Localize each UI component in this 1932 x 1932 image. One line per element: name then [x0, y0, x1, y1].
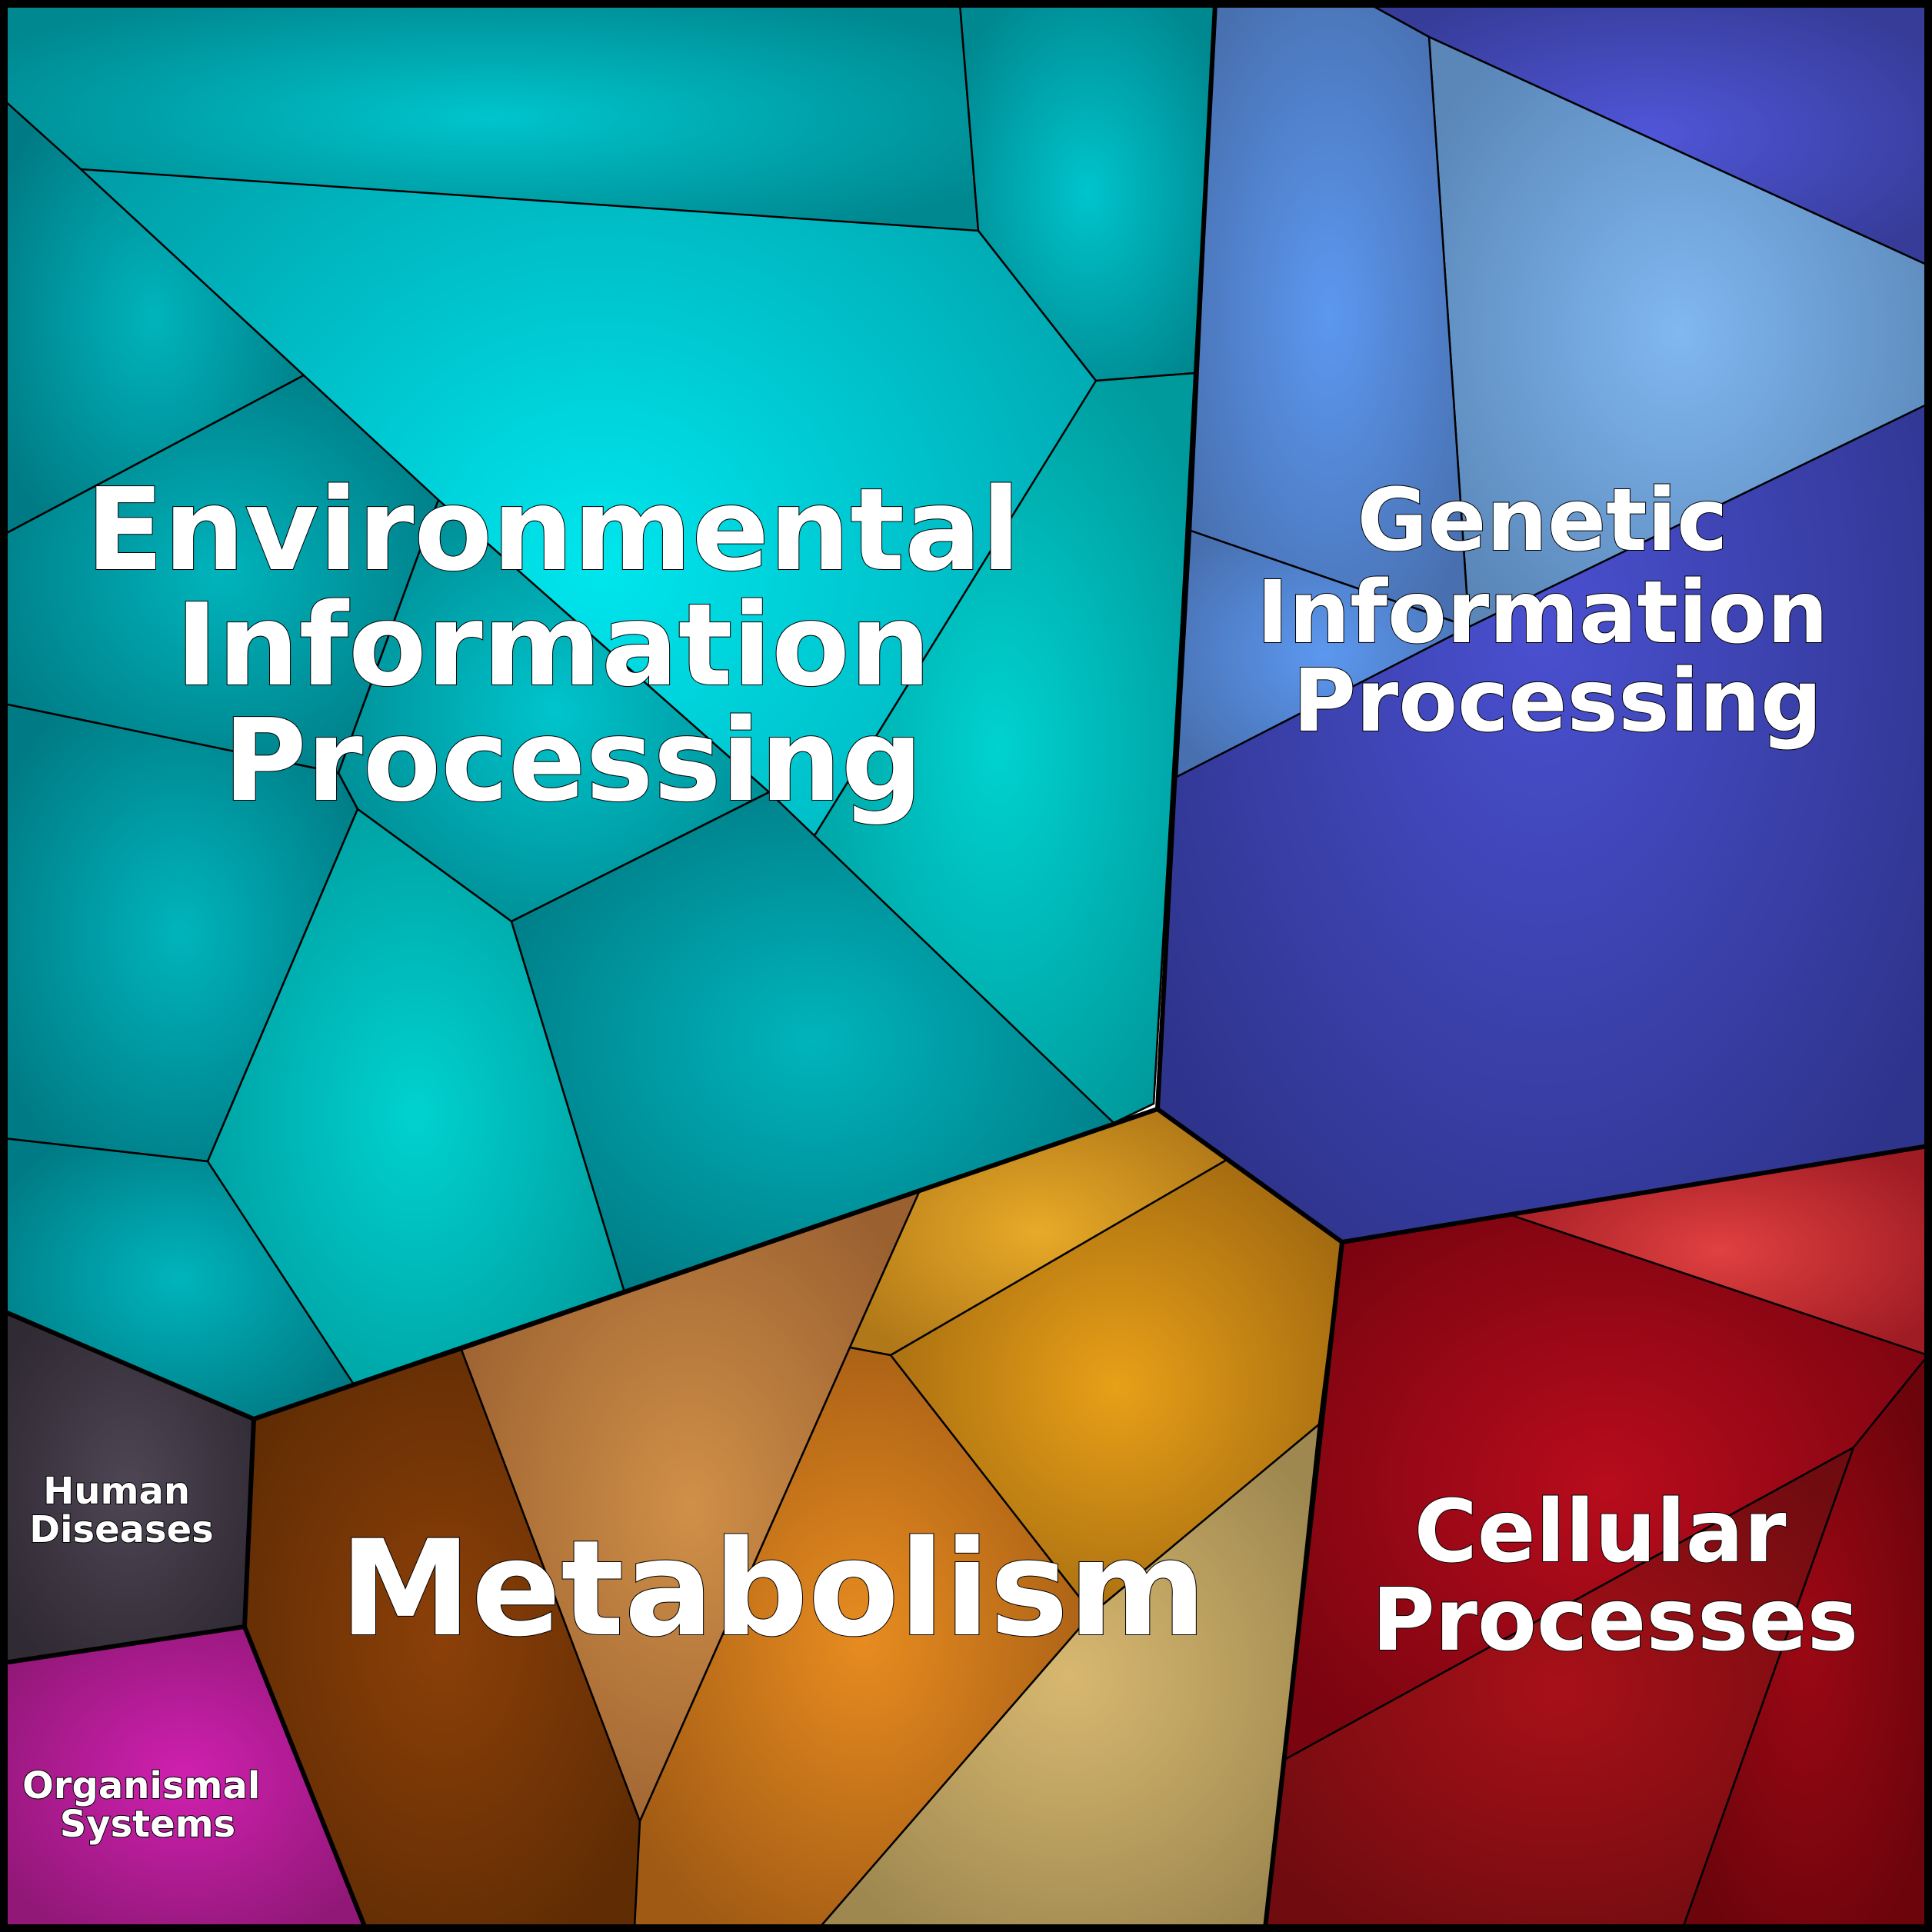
cellular-label-line: Cellular — [1414, 1482, 1787, 1582]
genetic-label-line: Processing — [1293, 651, 1822, 751]
metabolism-region — [243, 1108, 1344, 1930]
environmental-label-line: Information — [175, 579, 931, 711]
metabolism-label: Metabolism — [340, 1511, 1207, 1666]
environmental-label-line: Environmental — [86, 464, 1021, 596]
organismal-systems-label-line: Systems — [60, 1803, 236, 1846]
cellular-label-line: Processes — [1372, 1571, 1859, 1671]
environmental-label-line: Processing — [223, 695, 922, 827]
metabolism-label-line: Metabolism — [340, 1511, 1207, 1666]
cellular-label: Cellular Processes — [1372, 1482, 1859, 1671]
human-diseases-label-line: Human — [43, 1470, 190, 1513]
genetic-region — [1156, 2, 1930, 1244]
cellular-region — [1264, 1144, 1930, 1930]
organismal-systems-label-line: Organismal — [22, 1764, 260, 1807]
genetic-cell — [1175, 529, 1471, 778]
genetic-label: Genetic Information Processing — [1257, 471, 1858, 751]
environmental-label: Environmental Information Processing — [86, 464, 1061, 827]
human-diseases-label: Human Diseases — [29, 1470, 214, 1551]
genetic-label-line: Genetic — [1357, 471, 1728, 571]
genetic-label-line: Information — [1257, 563, 1828, 663]
human-diseases-label-line: Diseases — [29, 1508, 214, 1551]
organismal-systems-label: Organismal Systems — [22, 1764, 273, 1846]
